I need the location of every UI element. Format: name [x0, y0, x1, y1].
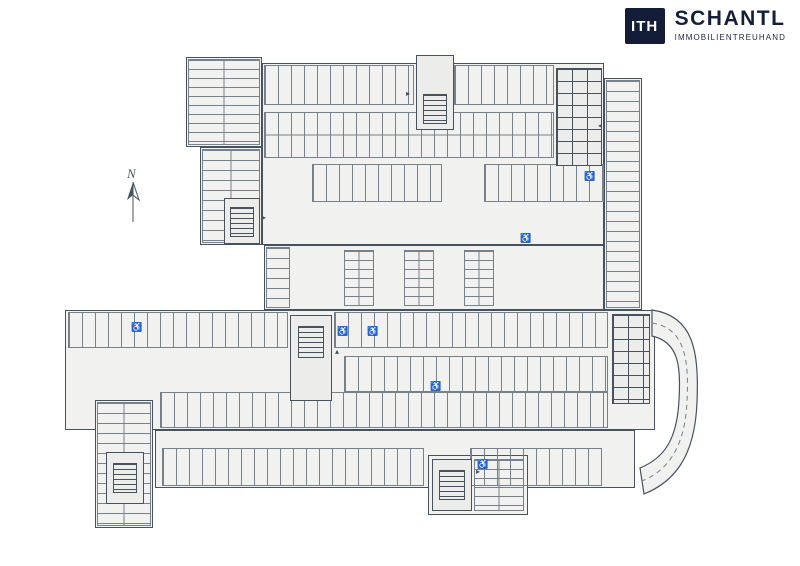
north-arrow: N	[118, 166, 150, 224]
stairs-icon	[113, 463, 137, 493]
stairs-icon	[423, 94, 447, 124]
brand-subtitle: IMMOBILIENTREUHAND	[674, 33, 786, 43]
parking-row	[68, 312, 288, 348]
utility-rooms	[556, 68, 602, 166]
parking-row	[266, 247, 290, 308]
ramp-curve	[639, 309, 698, 495]
parking-row	[312, 164, 442, 202]
brand-name: SCHANTL	[674, 7, 786, 30]
parking-row	[188, 59, 260, 145]
stair-core	[106, 452, 144, 504]
parking-row	[606, 80, 640, 308]
parking-row	[264, 65, 414, 105]
stair-core	[612, 314, 650, 404]
entry-arrow-icon: ◂	[598, 121, 603, 130]
parking-row	[162, 448, 424, 486]
parking-row	[484, 164, 604, 202]
accessible-parking-icon: ♿	[131, 322, 143, 332]
parking-island	[344, 250, 374, 306]
outline-mid-connector	[264, 245, 604, 310]
parking-row	[454, 65, 554, 105]
entry-arrow-icon: ▸	[262, 213, 267, 222]
north-arrow-icon	[127, 181, 141, 222]
entry-arrow-icon: ▸	[476, 467, 481, 476]
stair-core	[290, 315, 332, 401]
accessible-parking-icon: ♿	[367, 326, 379, 336]
stair-core	[224, 198, 260, 244]
parking-row	[344, 356, 608, 392]
brand-text: SCHANTL IMMOBILIENTREUHAND	[674, 7, 786, 43]
accessible-parking-icon: ♿	[584, 171, 596, 181]
parking-row	[160, 392, 608, 428]
accessible-parking-icon: ♿	[430, 381, 442, 391]
parking-row	[264, 112, 554, 158]
parking-island	[404, 250, 434, 306]
accessible-parking-icon: ♿	[337, 326, 349, 336]
ith-logo-icon: ITH	[624, 8, 665, 44]
storage-rooms	[474, 459, 524, 511]
brand-logo: ITH SCHANTL IMMOBILIENTREUHAND	[624, 7, 786, 44]
stair-core	[416, 55, 454, 130]
entry-arrow-icon: ▴	[335, 347, 340, 356]
stairs-icon	[439, 470, 465, 500]
stairs-icon	[298, 326, 324, 358]
accessible-parking-icon: ♿	[520, 233, 532, 243]
stairs-icon	[230, 207, 254, 237]
parking-row	[334, 312, 608, 348]
accessible-parking-icon: ♿	[477, 459, 489, 469]
parking-island	[464, 250, 494, 306]
north-label: N	[127, 166, 136, 181]
entry-arrow-icon: ▸	[406, 89, 411, 98]
stair-core	[432, 459, 472, 511]
